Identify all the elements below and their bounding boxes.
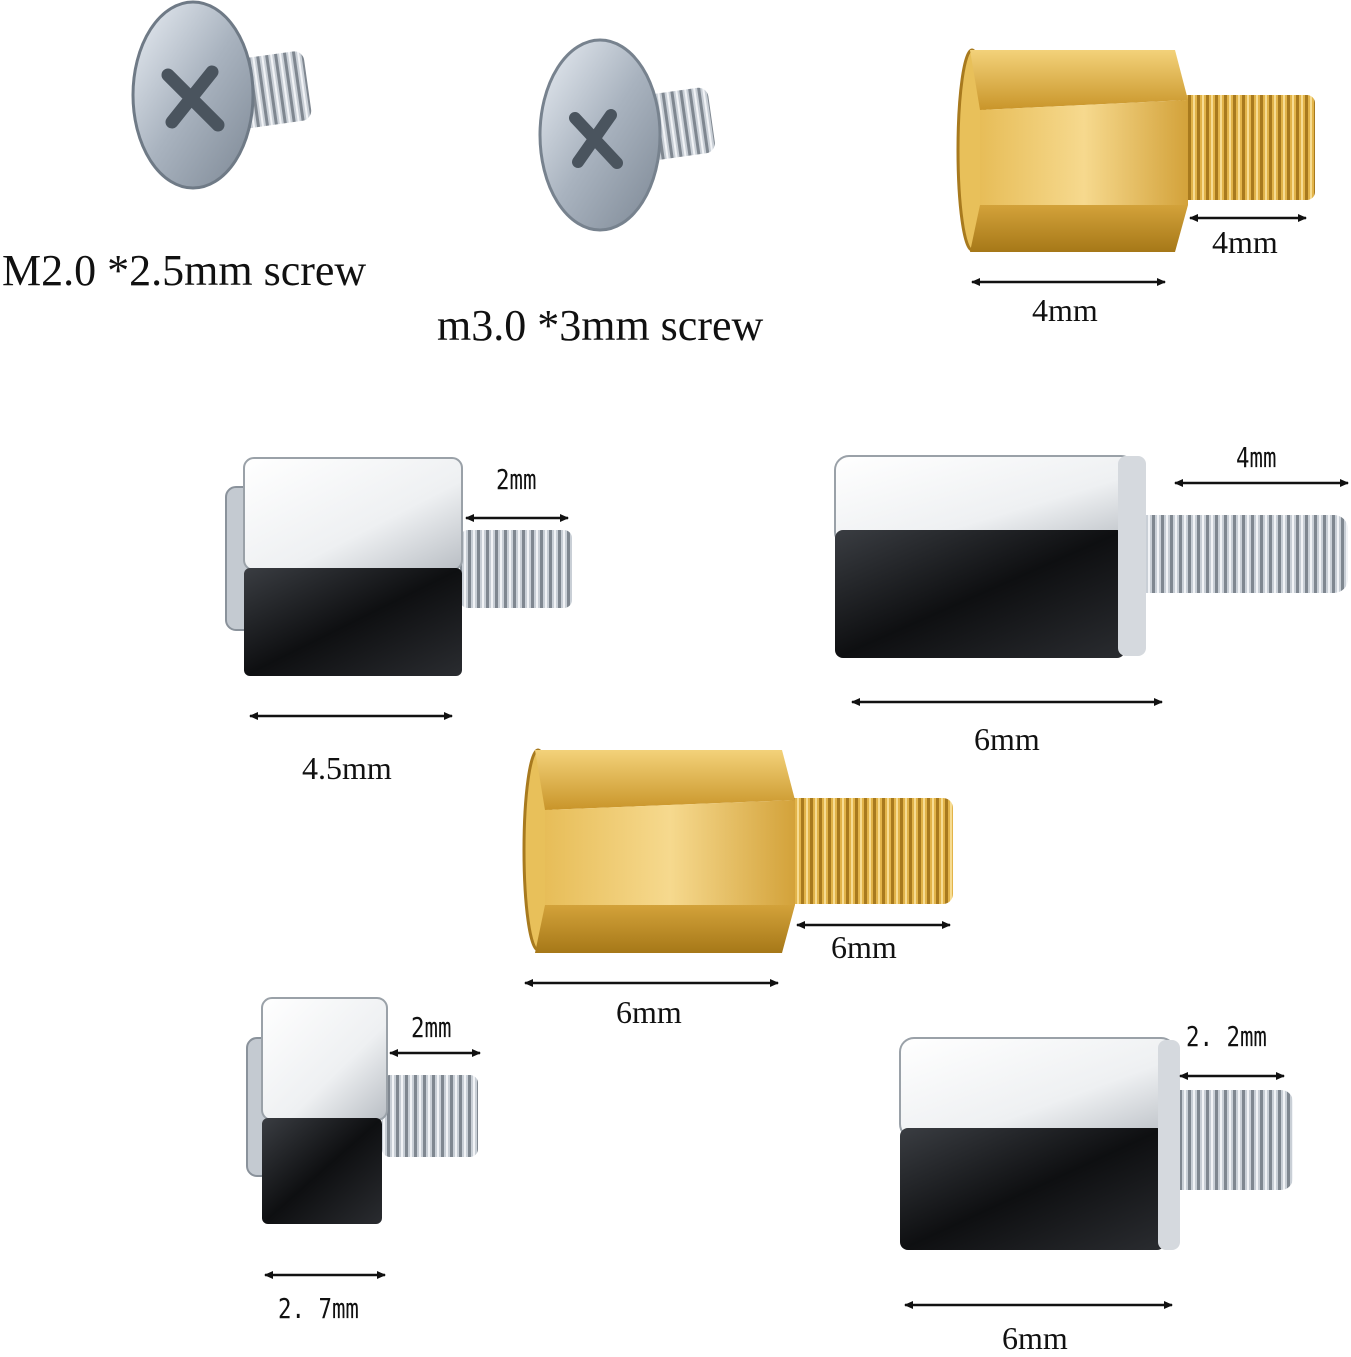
brass-large-thread-length-label: 6mm — [831, 929, 897, 965]
silver-standoff-d-photo — [899, 1037, 1293, 1250]
silver-body-edge — [1158, 1040, 1180, 1250]
silver-c-body-length-label: 2. 7mm — [278, 1292, 359, 1325]
brass-body-bottom-face — [970, 205, 1188, 252]
brass-body-top-face — [535, 750, 795, 810]
screw-m3-label: m3.0 *3mm screw — [437, 301, 764, 350]
brass-large-body-length-label: 6mm — [616, 994, 682, 1030]
phillips-cross-icon — [161, 65, 225, 132]
brass-small-body-length-label: 4mm — [1032, 292, 1098, 328]
silver-body-dark-face — [900, 1128, 1165, 1250]
silver-standoff-a-photo — [225, 457, 572, 676]
silver-d-body-length-label: 6mm — [1002, 1320, 1068, 1356]
silver-standoff-b-photo — [834, 455, 1348, 658]
brass-thread — [1180, 95, 1315, 200]
screw-m2-photo — [131, 0, 312, 190]
brass-standoff-large-photo — [522, 748, 953, 953]
screw-m3-photo — [538, 38, 715, 232]
brass-body-bottom-face — [535, 905, 795, 953]
silver-d-thread-length-label: 2. 2mm — [1186, 1020, 1267, 1053]
silver-thread — [1158, 1090, 1293, 1190]
brass-thread — [785, 798, 953, 904]
brass-small-thread-length-label: 4mm — [1212, 224, 1278, 260]
phillips-cross-icon — [569, 109, 623, 169]
silver-body-dark-face — [262, 1118, 382, 1224]
silver-body-edge — [1118, 456, 1146, 656]
silver-c-thread-length-label: 2mm — [411, 1011, 452, 1044]
silver-body-dark-face — [835, 530, 1125, 658]
silver-body-top-face — [243, 457, 463, 571]
silver-a-body-length-label: 4.5mm — [302, 750, 392, 786]
silver-b-thread-length-label: 4mm — [1236, 441, 1277, 474]
silver-body-top-face — [261, 997, 388, 1121]
silver-b-body-length-label: 6mm — [974, 721, 1040, 757]
silver-body-dark-face — [244, 568, 462, 676]
brass-body-mid-face — [980, 100, 1188, 205]
silver-thread — [1120, 515, 1348, 593]
silver-standoff-c-photo — [246, 997, 478, 1224]
brass-standoff-small-photo — [956, 48, 1315, 252]
silver-a-thread-length-label: 2mm — [496, 463, 537, 496]
silver-body-top-face — [899, 1037, 1176, 1139]
screw-m2-label: M2.0 *2.5mm screw — [2, 246, 367, 295]
silver-thread — [460, 530, 572, 608]
silver-thread — [382, 1075, 478, 1157]
brass-body-top-face — [970, 50, 1188, 110]
brass-body-mid-face — [545, 800, 795, 905]
